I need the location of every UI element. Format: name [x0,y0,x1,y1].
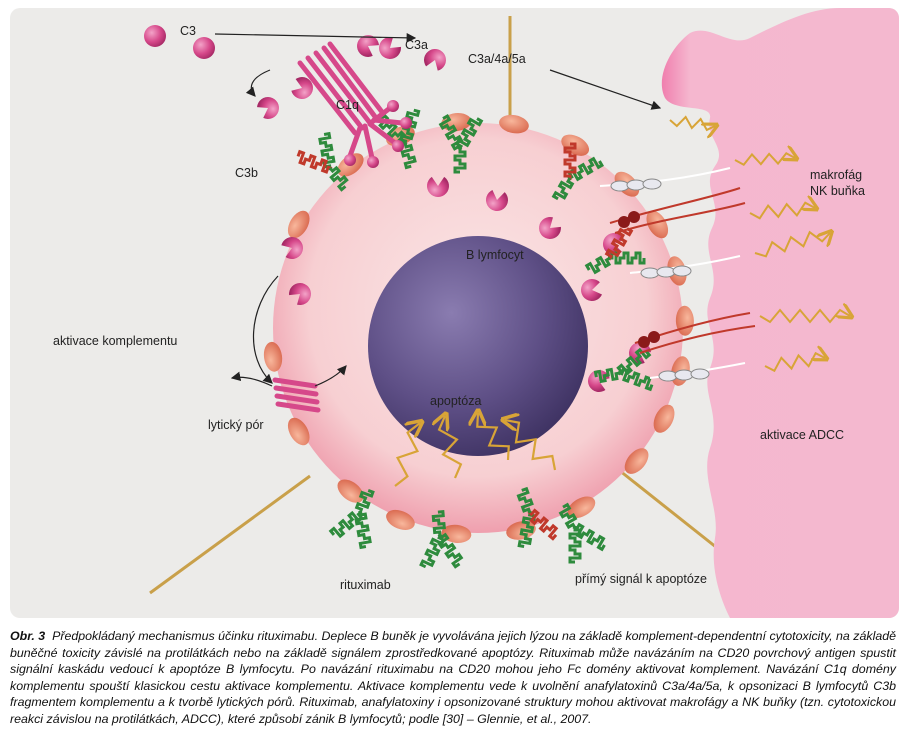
c3b-opsonin-icon [581,279,603,301]
apoptosis-signal-arrow [394,423,420,487]
cd20-antigen [263,341,283,372]
pathway-arrows [214,33,662,387]
cd20-antigen [624,448,649,474]
cd20-antigen [646,210,669,239]
activation-signals [669,115,850,373]
caption-label: Obr. 3 [10,629,46,643]
c3b-opsonin-icon [427,176,449,197]
lytic-pore-icon [272,377,321,413]
cd20-antigen [287,210,310,239]
adcc-signal-arrow [764,353,825,373]
apoptosis-signal-arrow [477,413,510,461]
adcc-signal-arrow [734,153,795,166]
mechanism-diagram: C3 C3a C1q C3b C3a/4a/5a makrofág NK buň… [10,8,899,618]
adcc-signal-arrow [749,203,815,220]
cd20-antigen [337,479,364,503]
cd20-antigen [499,114,529,134]
label-lytic-pore: lytický pór [208,418,264,432]
label-macrophage: makrofág [810,168,863,182]
macrophage-cell [661,8,899,618]
complement-fragment-icon [424,49,446,71]
complement-fragment-icon [281,237,303,259]
label-direct-signal: přímý signál k apoptóze [575,572,708,586]
cd20-antigen [653,404,675,433]
caption-text: Předpokládaný mechanismus účinku rituxim… [10,629,896,726]
cd20-antigen [567,496,596,519]
apoptosis-signal-arrow [439,416,463,479]
label-b-cell: B lymfocyt [466,248,524,262]
b-cell [273,123,683,533]
label-c3a: C3a [405,38,428,52]
rituximab-antibody-icon [584,227,646,275]
figure-caption: Obr. 3 Předpokládaný mechanismus účinku … [10,628,896,728]
label-nk-cell: NK buňka [810,184,865,198]
apoptosis-signals [394,413,557,487]
rituximab-antibody-icon [438,114,484,174]
label-adcc-activation: aktivace ADCC [760,428,845,442]
complement-fragments [257,35,446,305]
c3b-opsonin-icon [539,217,561,239]
c1q-heads [344,100,412,168]
label-c3: C3 [180,24,196,38]
label-rituximab: rituximab [340,578,391,592]
c3-balls [144,25,215,59]
adcc-signal-arrow [669,115,715,130]
fc-receptor-beads [610,178,710,382]
adcc-signal-arrow [754,232,830,258]
nucleus [368,236,588,456]
complement-fragment-icon [257,97,279,119]
apoptosis-signal-arrow [505,420,557,471]
label-complement-activation: aktivace komplementu [53,334,178,348]
cd20-antigen [287,417,310,446]
c3b-opsonin-icon [486,189,508,211]
rituximab-antibody-icon [551,142,604,201]
rituximab-antibody-icon [516,486,559,548]
complement-fragment-icon [357,35,379,57]
adcc-signal-arrow [759,310,850,324]
label-c1q: C1q [336,98,359,112]
complement-fragment-icon [379,37,401,59]
rituximab-antibodies [296,108,654,569]
complement-fragment-icon [291,77,313,99]
rituximab-antibody-icon [593,347,654,392]
label-anaphylatoxins: C3a/4a/5a [468,52,526,66]
cd20-antigen [386,509,415,530]
c1q-complex [297,41,405,161]
rituximab-antibody-icon [558,502,606,564]
diagram-artwork [144,8,899,618]
rituximab-antibody-icon [419,510,464,569]
rituximab-antibody-icon [328,489,375,550]
rituximab-antibody-icon [296,131,349,192]
complement-fragment-icon [289,283,311,305]
label-c3b: C3b [235,166,258,180]
label-apoptosis: apoptóza [430,394,482,408]
